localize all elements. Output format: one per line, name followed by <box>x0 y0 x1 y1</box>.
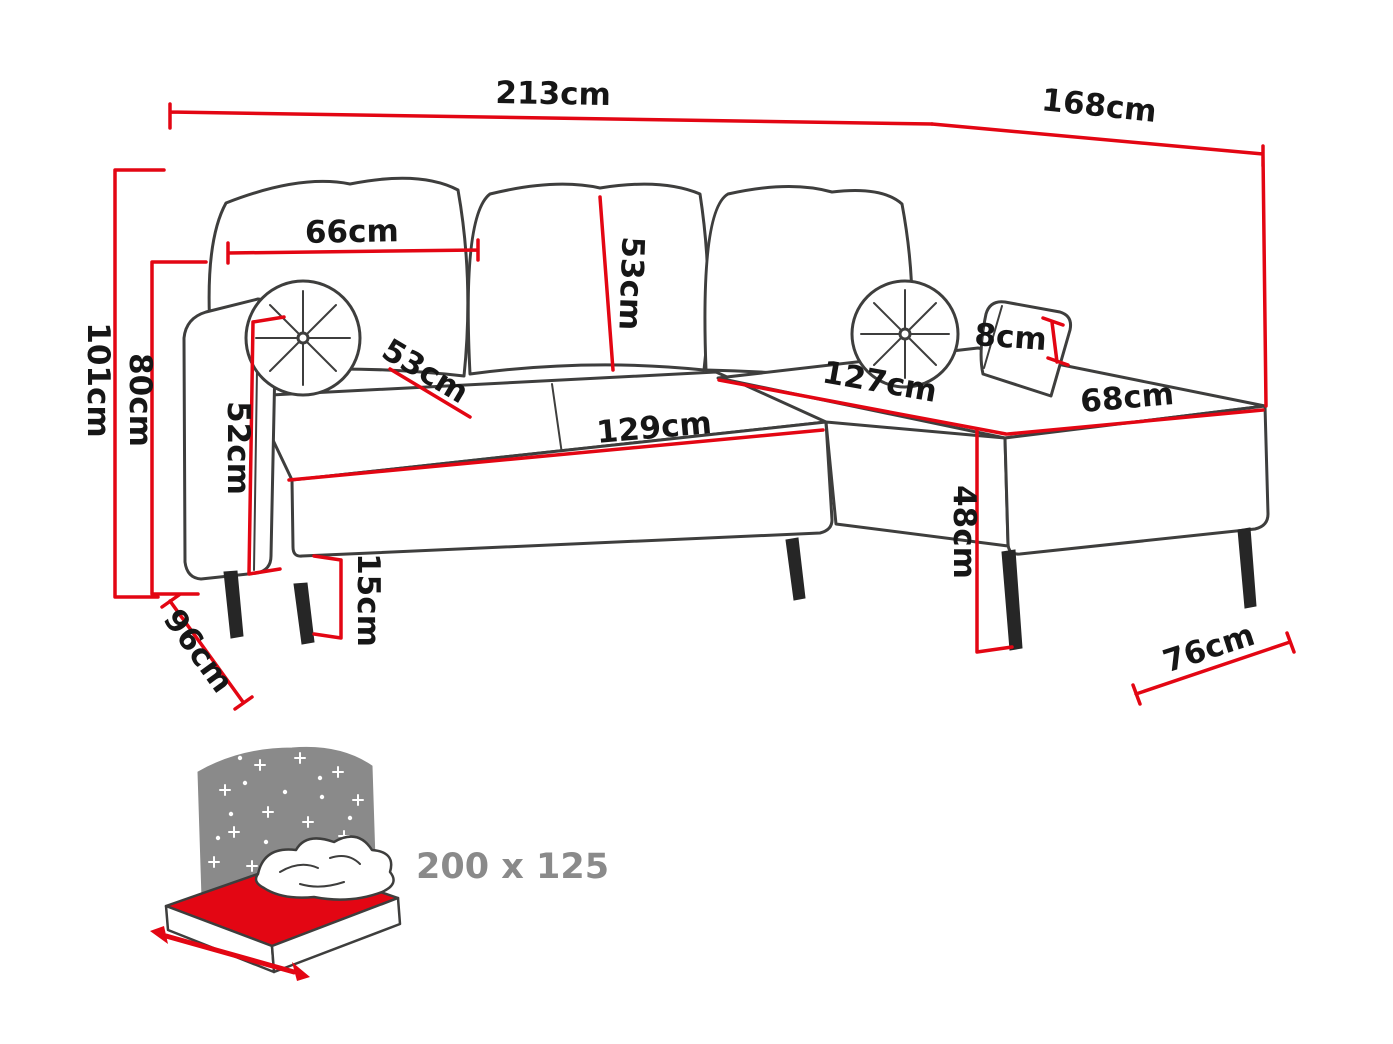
dimension-annotations: 213cm 168cm 101cm 80cm 66cm 53cm 53cm <box>80 75 1296 711</box>
dim-total-depth: 168cm <box>930 82 1268 408</box>
sleeping-area-label: 200 x 125 <box>416 847 609 887</box>
dim-armrest-height: 52cm <box>220 315 286 576</box>
mattress-side-right <box>270 896 402 974</box>
dim-chaise-width-label: 68cm <box>1079 376 1176 420</box>
back-cushion-middle <box>466 182 710 376</box>
round-pillow-right <box>850 279 960 389</box>
dim-seat-height-label: 48cm <box>946 485 982 579</box>
dim-total-height-label: 101cm <box>80 322 116 437</box>
dim-armrest-width: 8cm <box>973 316 1070 367</box>
dim-leg-height: 15cm <box>312 553 386 647</box>
dim-total-height: 101cm <box>80 168 166 599</box>
round-pillow-left <box>244 279 362 397</box>
dim-total-depth-label: 168cm <box>1040 82 1159 130</box>
dim-chaise-width: 68cm <box>1006 376 1265 436</box>
dim-back-cushion-width: 66cm <box>226 213 480 265</box>
duvet <box>254 835 395 901</box>
dim-total-width-label: 213cm <box>495 75 611 113</box>
width-arrow <box>150 926 310 981</box>
dim-chaise-length-label: 127cm <box>820 354 940 409</box>
dim-leg-height-label: 15cm <box>350 553 386 647</box>
chaise-front-right <box>1003 404 1270 556</box>
dim-seat-width-label: 129cm <box>595 405 713 451</box>
dim-seat-height: 48cm <box>946 428 1014 654</box>
dim-backrest-height: 80cm <box>122 260 208 596</box>
dim-armrest-height-label: 52cm <box>220 401 256 495</box>
dim-back-cushion-width-label: 66cm <box>305 213 399 251</box>
dim-side-depth-label: 96cm <box>156 603 240 700</box>
sofa-legs <box>223 527 1257 651</box>
dim-total-width: 213cm <box>168 75 934 130</box>
right-armrest-inner-edge <box>983 305 1003 369</box>
dim-backrest-height-label: 80cm <box>122 353 158 447</box>
dim-armrest-width-label: 8cm <box>973 317 1048 358</box>
sleeping-function-icon: 200 x 125 <box>150 746 609 981</box>
right-armrest <box>979 300 1072 398</box>
dim-chaise-base-width: 76cm <box>1131 617 1296 706</box>
seat-front <box>290 420 834 558</box>
dim-chaise-length: 127cm <box>717 354 1008 436</box>
dim-back-cushion-height: 53cm <box>598 195 651 372</box>
dim-seat-width: 129cm <box>287 405 825 482</box>
dim-back-cushion-height-label: 53cm <box>611 236 650 331</box>
